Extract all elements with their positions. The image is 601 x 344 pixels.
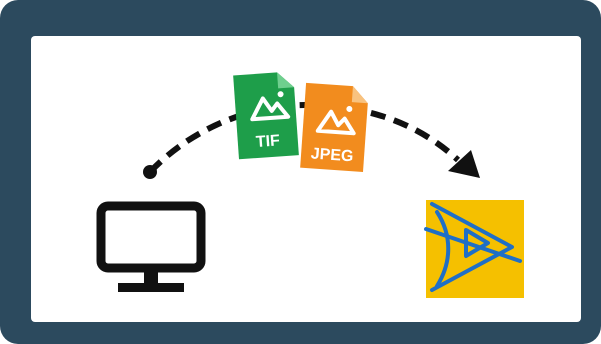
jpeg-file-icon: JPEG — [300, 82, 368, 173]
monitor-neck — [144, 270, 158, 284]
tif-file-label: TIF — [255, 132, 280, 151]
logo-mark — [424, 202, 522, 292]
monitor-screen — [96, 201, 206, 273]
mountain-icon — [250, 96, 291, 122]
jpeg-file-body — [300, 82, 368, 173]
sun-dot — [277, 91, 284, 98]
mountain-icon — [315, 109, 356, 136]
tif-file-icon: TIF — [233, 72, 299, 160]
yellow-app-logo-icon — [424, 200, 524, 298]
tif-file-corner — [277, 72, 295, 89]
monitor-base — [118, 283, 184, 292]
jpeg-file-corner — [351, 86, 368, 104]
jpeg-file-label: JPEG — [310, 145, 354, 165]
arrow-head — [448, 150, 480, 178]
computer-monitor-icon — [96, 201, 206, 292]
sun-dot — [346, 105, 353, 112]
